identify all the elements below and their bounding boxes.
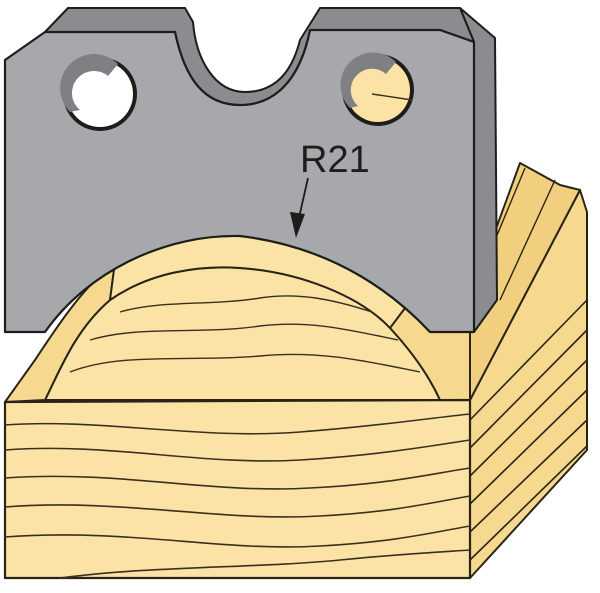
radius-arrow-head [290, 212, 305, 238]
profile-knife [3, 7, 498, 334]
wood-grain-side [469, 299, 588, 561]
knife-hole-right [340, 52, 414, 126]
wood-front-face [3, 398, 472, 580]
knife-hole-left [60, 54, 137, 131]
wood-grain-top [69, 295, 421, 373]
wood-grain-front [4, 413, 471, 579]
radius-annotation: R21 [290, 139, 370, 238]
radius-label: R21 [300, 139, 370, 181]
